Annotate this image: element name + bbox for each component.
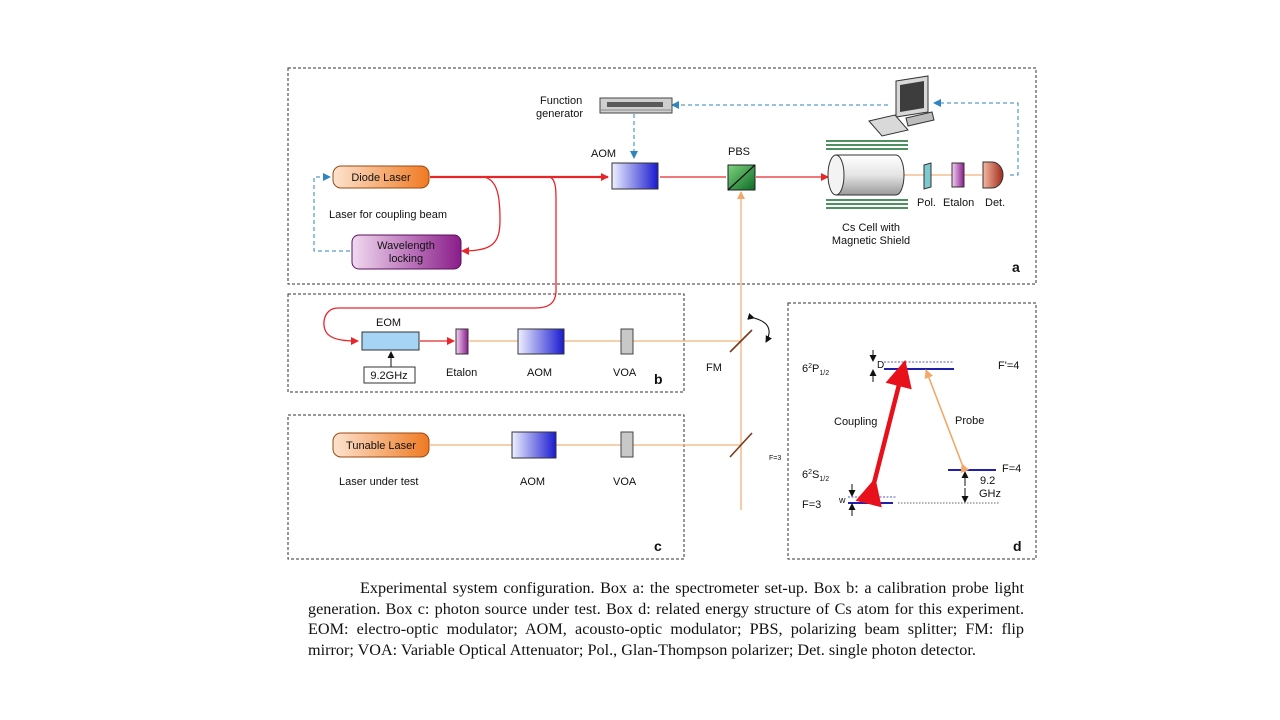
coupling-beam [323, 173, 829, 345]
cs-cell-label-1: Cs Cell with [842, 222, 900, 234]
f3-label: F=3 [802, 499, 821, 511]
fm-label: FM [706, 362, 722, 374]
s-level-label: 62S1/2 [802, 469, 829, 483]
coupling-label: Coupling [834, 416, 877, 428]
box-d [787, 302, 1037, 560]
aom-b [517, 328, 565, 355]
probe-beam [430, 174, 982, 510]
freq-box [363, 366, 416, 384]
mirror-c [729, 432, 753, 458]
voa-c [620, 431, 634, 458]
computer-icon [868, 75, 935, 137]
f-prime-4-label: F'=4 [998, 360, 1019, 372]
aom-c [511, 431, 557, 459]
box-label-c: c [654, 538, 662, 554]
split-label-1: 9.2 [980, 475, 995, 487]
energy-levels [848, 361, 1000, 504]
control-lines [313, 99, 1019, 252]
etalon-b-icon [455, 328, 469, 355]
flip-arrow [747, 313, 772, 343]
p-level-label: 62P1/2 [802, 363, 829, 377]
probe-label: Probe [955, 415, 984, 427]
coupling-transition [855, 359, 912, 508]
tunable-laser [332, 432, 430, 458]
experiment-diagram: a b c d Function generator [287, 67, 1037, 560]
f4-label: F=4 [1002, 463, 1021, 475]
voa-b [620, 328, 634, 355]
detector-icon [982, 161, 1004, 189]
box-c [287, 414, 685, 560]
probe-transition [924, 369, 970, 474]
figure-caption: Experimental system configuration. Box a… [308, 579, 1024, 659]
etalon-a-label: Etalon [943, 197, 974, 209]
detuning-d-label: D [877, 360, 884, 371]
function-generator-icon [599, 97, 673, 114]
cs-cell-icon [826, 140, 908, 209]
laser-under-test-label: Laser under test [339, 476, 419, 488]
detuning-w-label: w [838, 495, 846, 505]
etalon-a-icon [951, 162, 965, 188]
box-label-a: a [1012, 259, 1020, 275]
aom-b-label: AOM [527, 367, 552, 379]
split-label-2: GHz [979, 488, 1001, 500]
pol-label: Pol. [917, 197, 936, 209]
box-label-b: b [654, 371, 663, 387]
wavelength-locking-label-2: locking [389, 253, 423, 265]
polarizer-icon [923, 162, 932, 190]
f3-small-label: F=3 [769, 455, 781, 462]
wavelength-locking [351, 234, 462, 270]
box-b [287, 293, 685, 393]
diode-laser [332, 165, 430, 189]
laser-coupling-label: Laser for coupling beam [329, 209, 447, 221]
freq-label: 9.2GHz [370, 370, 407, 382]
det-label: Det. [985, 197, 1005, 209]
voa-b-label: VOA [613, 367, 637, 379]
box-a [287, 67, 1037, 285]
diode-laser-label: Diode Laser [351, 172, 411, 184]
aom-c-label: AOM [520, 476, 545, 488]
pbs-icon [727, 164, 756, 191]
cs-cell-label-2: Magnetic Shield [832, 235, 910, 247]
aom-a-label: AOM [591, 148, 616, 160]
eom [361, 331, 420, 351]
box-label-d: d [1013, 538, 1022, 554]
eom-label: EOM [376, 317, 401, 329]
etalon-b-label: Etalon [446, 367, 477, 379]
function-generator-label-1: Function [540, 95, 582, 107]
wavelength-locking-label-1: Wavelength [377, 240, 435, 252]
tunable-laser-label: Tunable Laser [346, 440, 416, 452]
function-generator-label-2: generator [536, 108, 583, 120]
voa-c-label: VOA [613, 476, 637, 488]
aom-a [611, 162, 659, 190]
pbs-label: PBS [728, 146, 750, 158]
